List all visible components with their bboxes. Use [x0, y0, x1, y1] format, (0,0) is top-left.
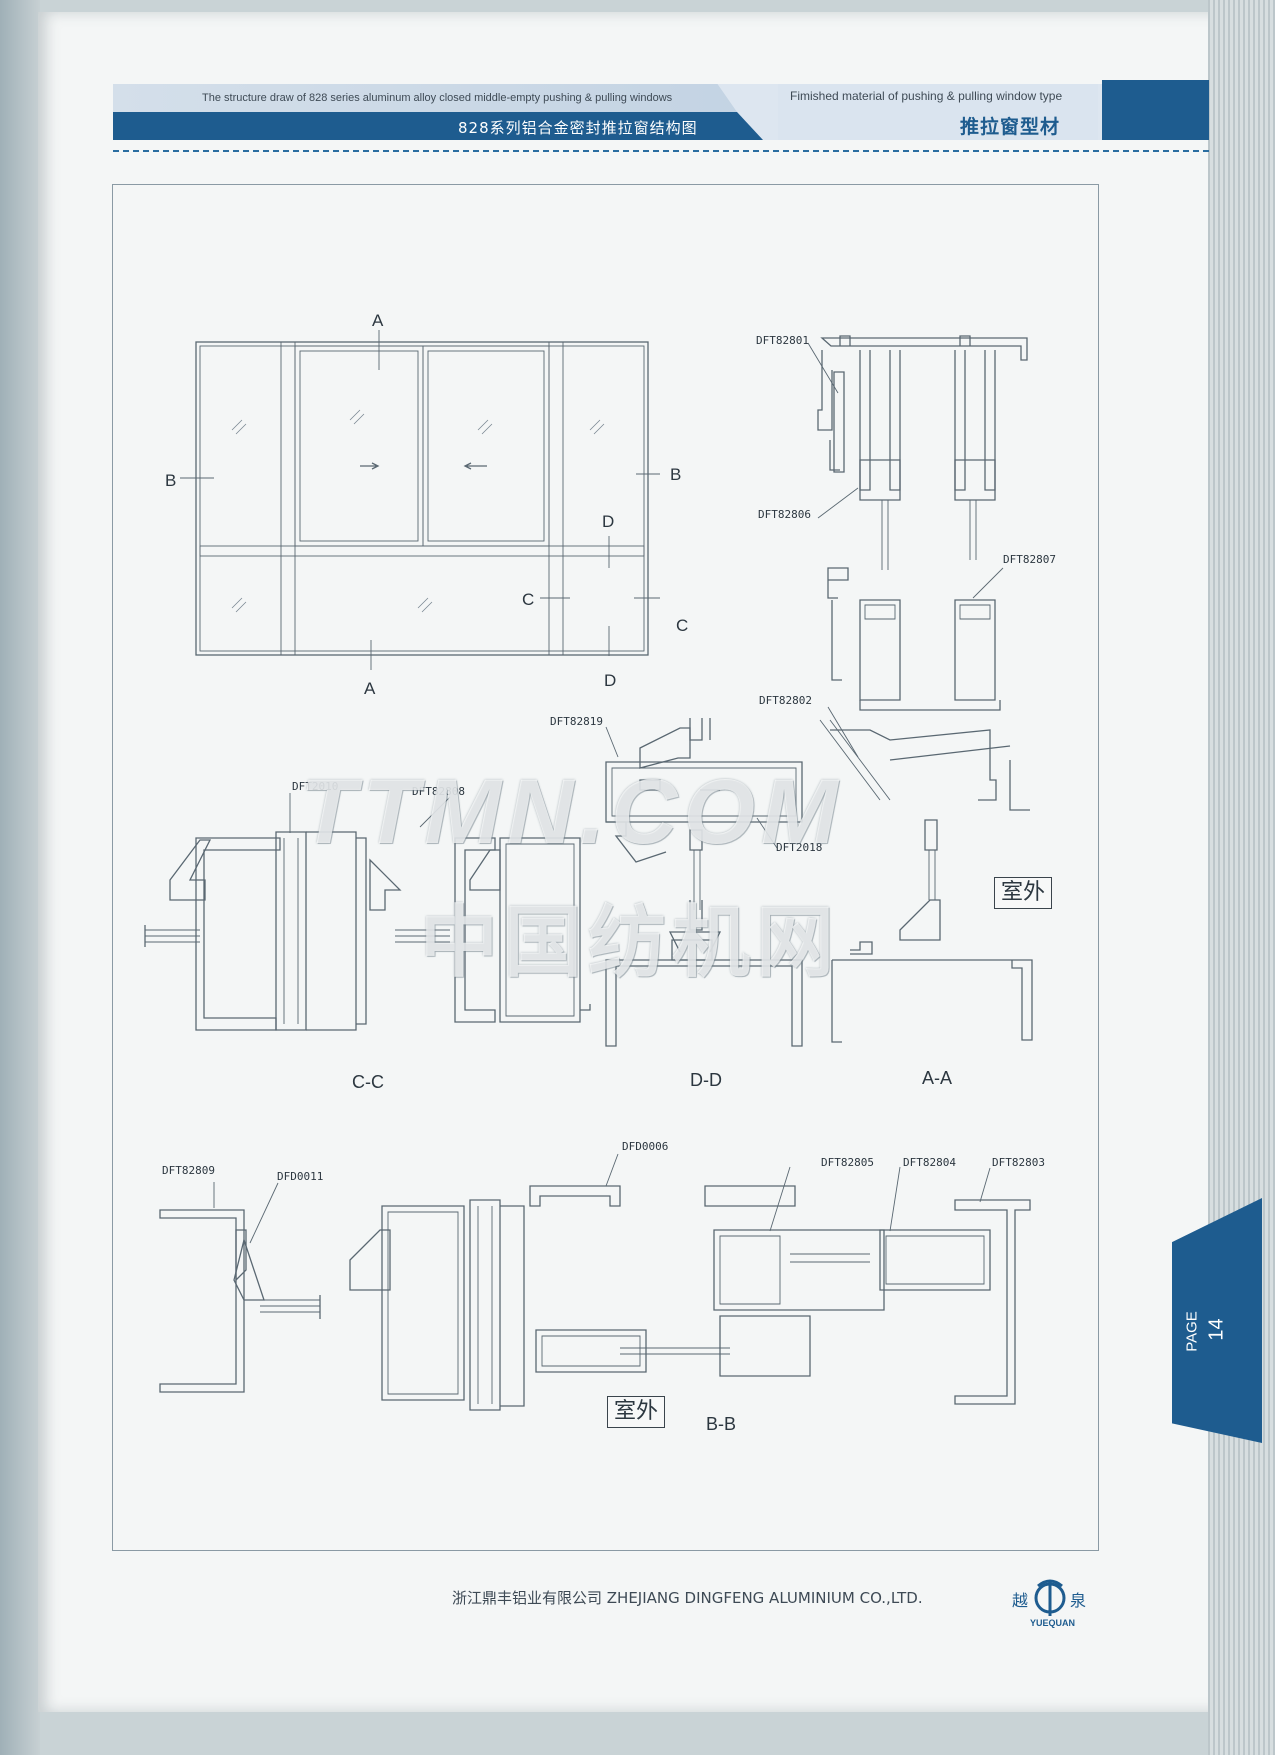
part-label-dft82801: DFT82801: [756, 334, 809, 347]
header-title-en: The structure draw of 828 series aluminu…: [202, 92, 673, 104]
section-marker-d-bottom: D: [604, 671, 616, 690]
brand-zh-left: 越: [1012, 1591, 1028, 1610]
header-title-bar: [113, 112, 763, 140]
outdoor-label-bb: 室外: [607, 1396, 666, 1428]
part-leader-lines: [213, 342, 1004, 1244]
part-label-dft82806: DFT82806: [758, 508, 811, 521]
section-marker-b-left: B: [165, 471, 176, 490]
brand-zh-right: 泉: [1070, 1591, 1086, 1610]
watermark-text-en: TTMN.COM: [300, 761, 844, 863]
part-label-dfd0011: DFD0011: [277, 1170, 323, 1183]
part-label-dft82805: DFT82805: [821, 1156, 874, 1169]
section-dd-profiles: [605, 718, 803, 1047]
header-category-band: [778, 84, 1098, 140]
section-cc-profiles: [144, 831, 591, 1031]
page-tab: [1172, 1198, 1262, 1443]
section-marker-c-left: C: [522, 590, 534, 609]
section-aa-bottom: [831, 820, 1033, 1043]
header-dashed-rule: [113, 150, 1209, 152]
page-edge: [1208, 0, 1275, 1755]
part-label-dft82819: DFT82819: [550, 715, 603, 728]
part-label-dft82803: DFT82803: [992, 1156, 1045, 1169]
section-title-dd: D-D: [690, 1070, 722, 1090]
footer-company: 浙江鼎丰铝业有限公司 ZHEJIANG DINGFENG ALUMINIUM C…: [452, 1589, 923, 1607]
page-label: PAGE: [1183, 1311, 1201, 1352]
window-elevation: [180, 330, 660, 670]
watermark-text-zh: 中国纺机网: [420, 898, 841, 988]
section-title-bb: B-B: [706, 1414, 736, 1434]
part-label-dft2010: DFT2010: [292, 780, 338, 793]
part-label-dft82809: DFT82809: [162, 1164, 215, 1177]
part-label-dft82802: DFT82802: [759, 694, 812, 707]
section-bb-profiles: [159, 1185, 1031, 1411]
section-marker-a-bottom: A: [364, 679, 376, 698]
section-marker-d-top: D: [602, 512, 614, 531]
header-accent-block: [1102, 80, 1209, 140]
section-title-aa: A-A: [922, 1068, 952, 1088]
section-marker-b-right: B: [670, 465, 681, 484]
part-label-dft82804: DFT82804: [903, 1156, 956, 1169]
yuequan-logo-icon: 越 泉: [1012, 1579, 1086, 1616]
header-top-band: [113, 84, 737, 112]
section-title-cc: C-C: [352, 1072, 384, 1092]
part-label-dfd0006: DFD0006: [622, 1140, 668, 1153]
section-marker-a-top: A: [372, 311, 384, 330]
page-number: 14: [1205, 1318, 1228, 1341]
section-marker-c-right: C: [676, 616, 688, 635]
brand-name-en: YUEQUAN: [1030, 1618, 1076, 1628]
section-aa-profiles: [817, 335, 1030, 811]
header-title-zh: 828系列铝合金密封推拉窗结构图: [458, 119, 698, 137]
drawing-frame: [112, 184, 1099, 1551]
header-category-zh: 推拉窗型材: [960, 116, 1061, 138]
part-label-dft82807: DFT82807: [1003, 553, 1056, 566]
part-label-dft2018: DFT2018: [776, 841, 822, 854]
book-spine: [0, 0, 40, 1755]
part-label-dft82808: DFT82808: [412, 785, 465, 798]
header-category-en: Fimished material of pushing & pulling w…: [790, 89, 1063, 103]
outdoor-label-aa: 室外: [994, 877, 1053, 909]
